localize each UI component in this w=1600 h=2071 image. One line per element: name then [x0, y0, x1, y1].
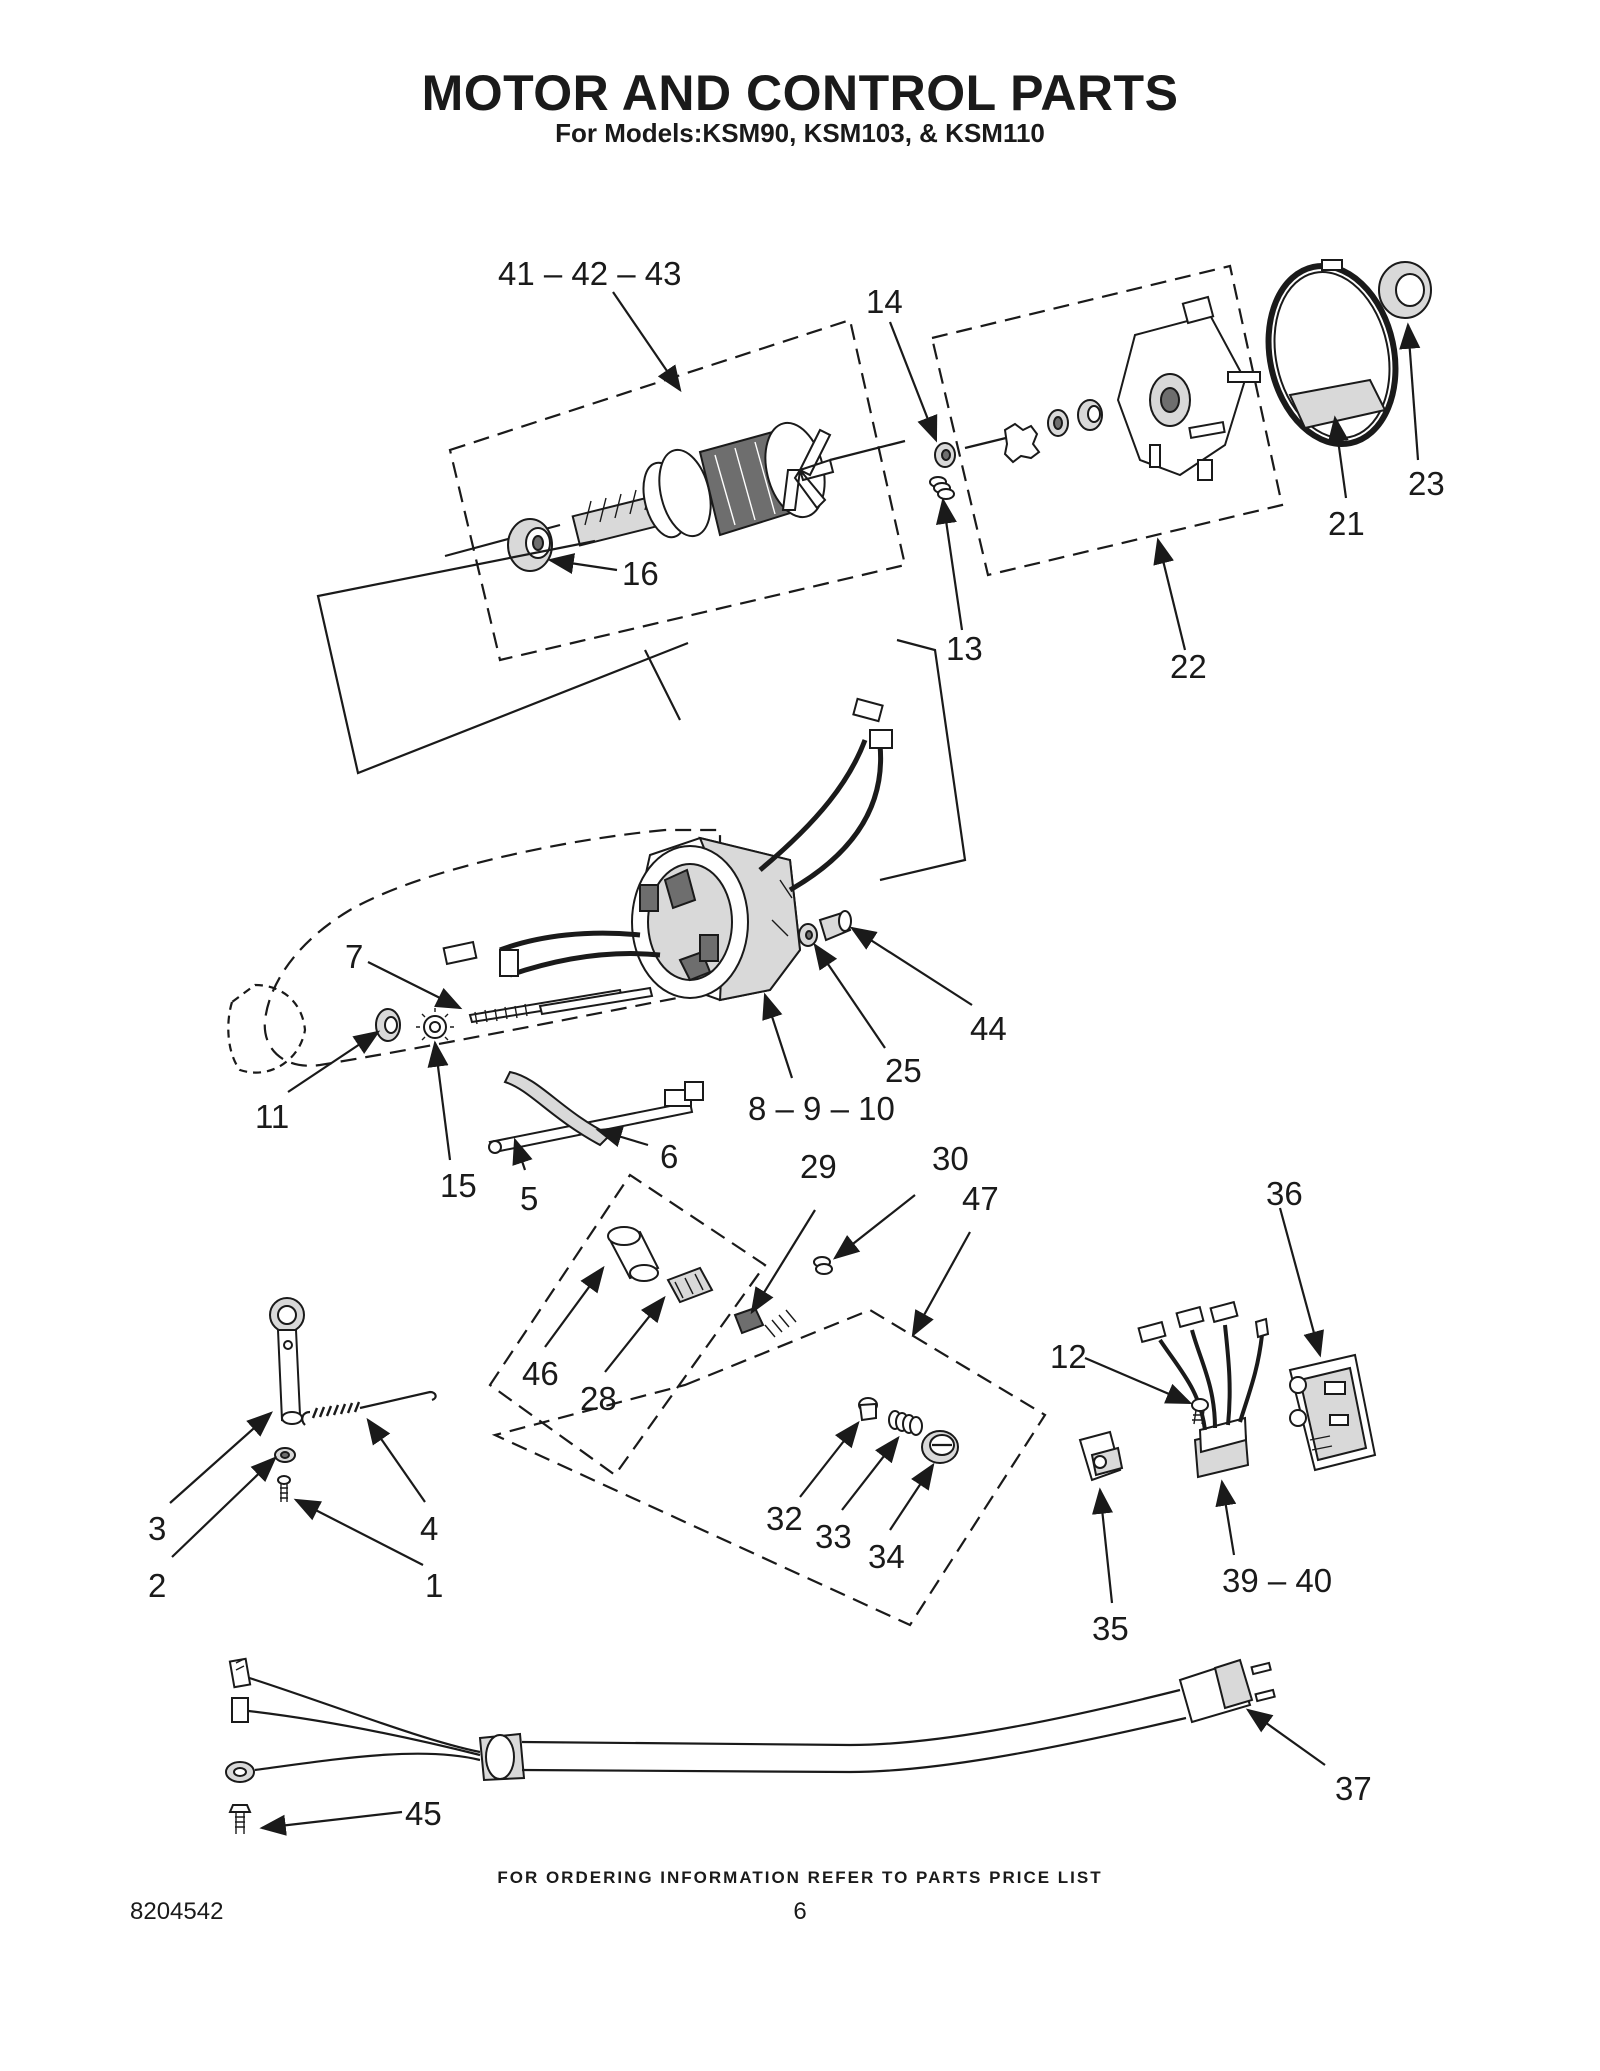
- armature-part: [444, 421, 906, 558]
- brush-cap-assembly-box: [491, 1308, 1047, 1627]
- model-subtitle: For Models:KSM90, KSM103, & KSM110: [555, 118, 1045, 148]
- callout-8-9-10: 8 – 9 – 10: [748, 1090, 895, 1127]
- motor-housing-outline: [263, 828, 722, 1067]
- callout-28: 28: [580, 1380, 617, 1417]
- callout-3: 3: [148, 1510, 166, 1547]
- screw-1-part: [277, 1475, 291, 1502]
- washer-11-part: [375, 1008, 401, 1042]
- brush-29-part: [733, 1306, 797, 1338]
- callout-41-42-43: 41 – 42 – 43: [498, 255, 682, 292]
- callout-4: 4: [420, 1510, 438, 1547]
- callout-46: 46: [522, 1355, 559, 1392]
- callout-35: 35: [1092, 1610, 1129, 1647]
- callout-11: 11: [255, 1098, 289, 1135]
- callout-23: 23: [1408, 465, 1445, 502]
- bushing-25-part: [798, 923, 818, 947]
- washer-23-part: [1378, 261, 1432, 319]
- screw-7-part: [468, 986, 654, 1025]
- sleeve-44-part: [818, 910, 852, 942]
- spring-30-part: [813, 1256, 833, 1275]
- field-wires: [442, 697, 893, 978]
- callout-37: 37: [1335, 1770, 1372, 1807]
- callout-29: 29: [800, 1148, 837, 1185]
- assembly-guide-line: [316, 539, 689, 775]
- lockwasher-15-part: [416, 1008, 454, 1046]
- endshield-assembly-box: [930, 264, 1284, 577]
- leader-lines: [169, 291, 1421, 1836]
- callout-7: 7: [345, 938, 363, 975]
- callout-30: 30: [932, 1140, 969, 1177]
- callout-36: 36: [1266, 1175, 1303, 1212]
- callout-16: 16: [622, 555, 659, 592]
- callout-14: 14: [866, 283, 903, 320]
- callout-2: 2: [148, 1567, 166, 1604]
- callout-13: 13: [946, 630, 983, 667]
- brush-assembly-box: [488, 1173, 767, 1477]
- control-plate-39-40-part: [1137, 1300, 1270, 1479]
- speed-lever-3-part: [269, 1297, 305, 1425]
- brush-holder-28-part: [666, 1266, 714, 1304]
- bushing-46-part: [607, 1226, 660, 1282]
- callout-5: 5: [520, 1180, 538, 1217]
- screw-12-part: [1191, 1398, 1209, 1425]
- control-board-36-part: [1288, 1353, 1377, 1472]
- callout-25: 25: [885, 1052, 922, 1089]
- spring-33-part: [888, 1410, 923, 1436]
- callout-12: 12: [1050, 1338, 1087, 1375]
- washer-2-part: [274, 1447, 296, 1463]
- spring-13-part: [929, 476, 955, 500]
- armature-assembly-box: [448, 318, 907, 662]
- callout-39-40: 39 – 40: [1222, 1562, 1332, 1599]
- callout-33: 33: [815, 1518, 852, 1555]
- screw-45-part: [228, 1804, 252, 1834]
- spring-4-part: [301, 1390, 437, 1426]
- bearing-16-part: [507, 518, 553, 572]
- brush-cap-32-part: [858, 1397, 878, 1422]
- callout-45: 45: [405, 1795, 442, 1832]
- power-cord-37-part: [225, 1657, 1276, 1783]
- motor-field-part: [631, 836, 802, 1002]
- bracket-21-part: [1265, 259, 1399, 447]
- ordering-info-note: FOR ORDERING INFORMATION REFER TO PARTS …: [497, 1868, 1103, 1887]
- end-cap-part: [227, 983, 307, 1074]
- callout-22: 22: [1170, 648, 1207, 685]
- endshield-part: [964, 295, 1261, 481]
- callout-32: 32: [766, 1500, 803, 1537]
- assembly-guide-line-2: [879, 638, 967, 882]
- callout-44: 44: [970, 1010, 1007, 1047]
- callout-34: 34: [868, 1538, 905, 1575]
- page-title: MOTOR AND CONTROL PARTS: [421, 65, 1179, 121]
- washer-14-part: [934, 442, 956, 468]
- callout-1: 1: [425, 1567, 443, 1604]
- document-number: 8204542: [130, 1898, 224, 1925]
- brush-cap-34-part: [921, 1430, 959, 1464]
- callout-15: 15: [440, 1167, 477, 1204]
- callout-47: 47: [962, 1180, 999, 1217]
- clip-35-part: [1078, 1430, 1124, 1482]
- callout-21: 21: [1328, 505, 1365, 542]
- callout-6: 6: [660, 1138, 678, 1175]
- page-number: 6: [793, 1898, 807, 1925]
